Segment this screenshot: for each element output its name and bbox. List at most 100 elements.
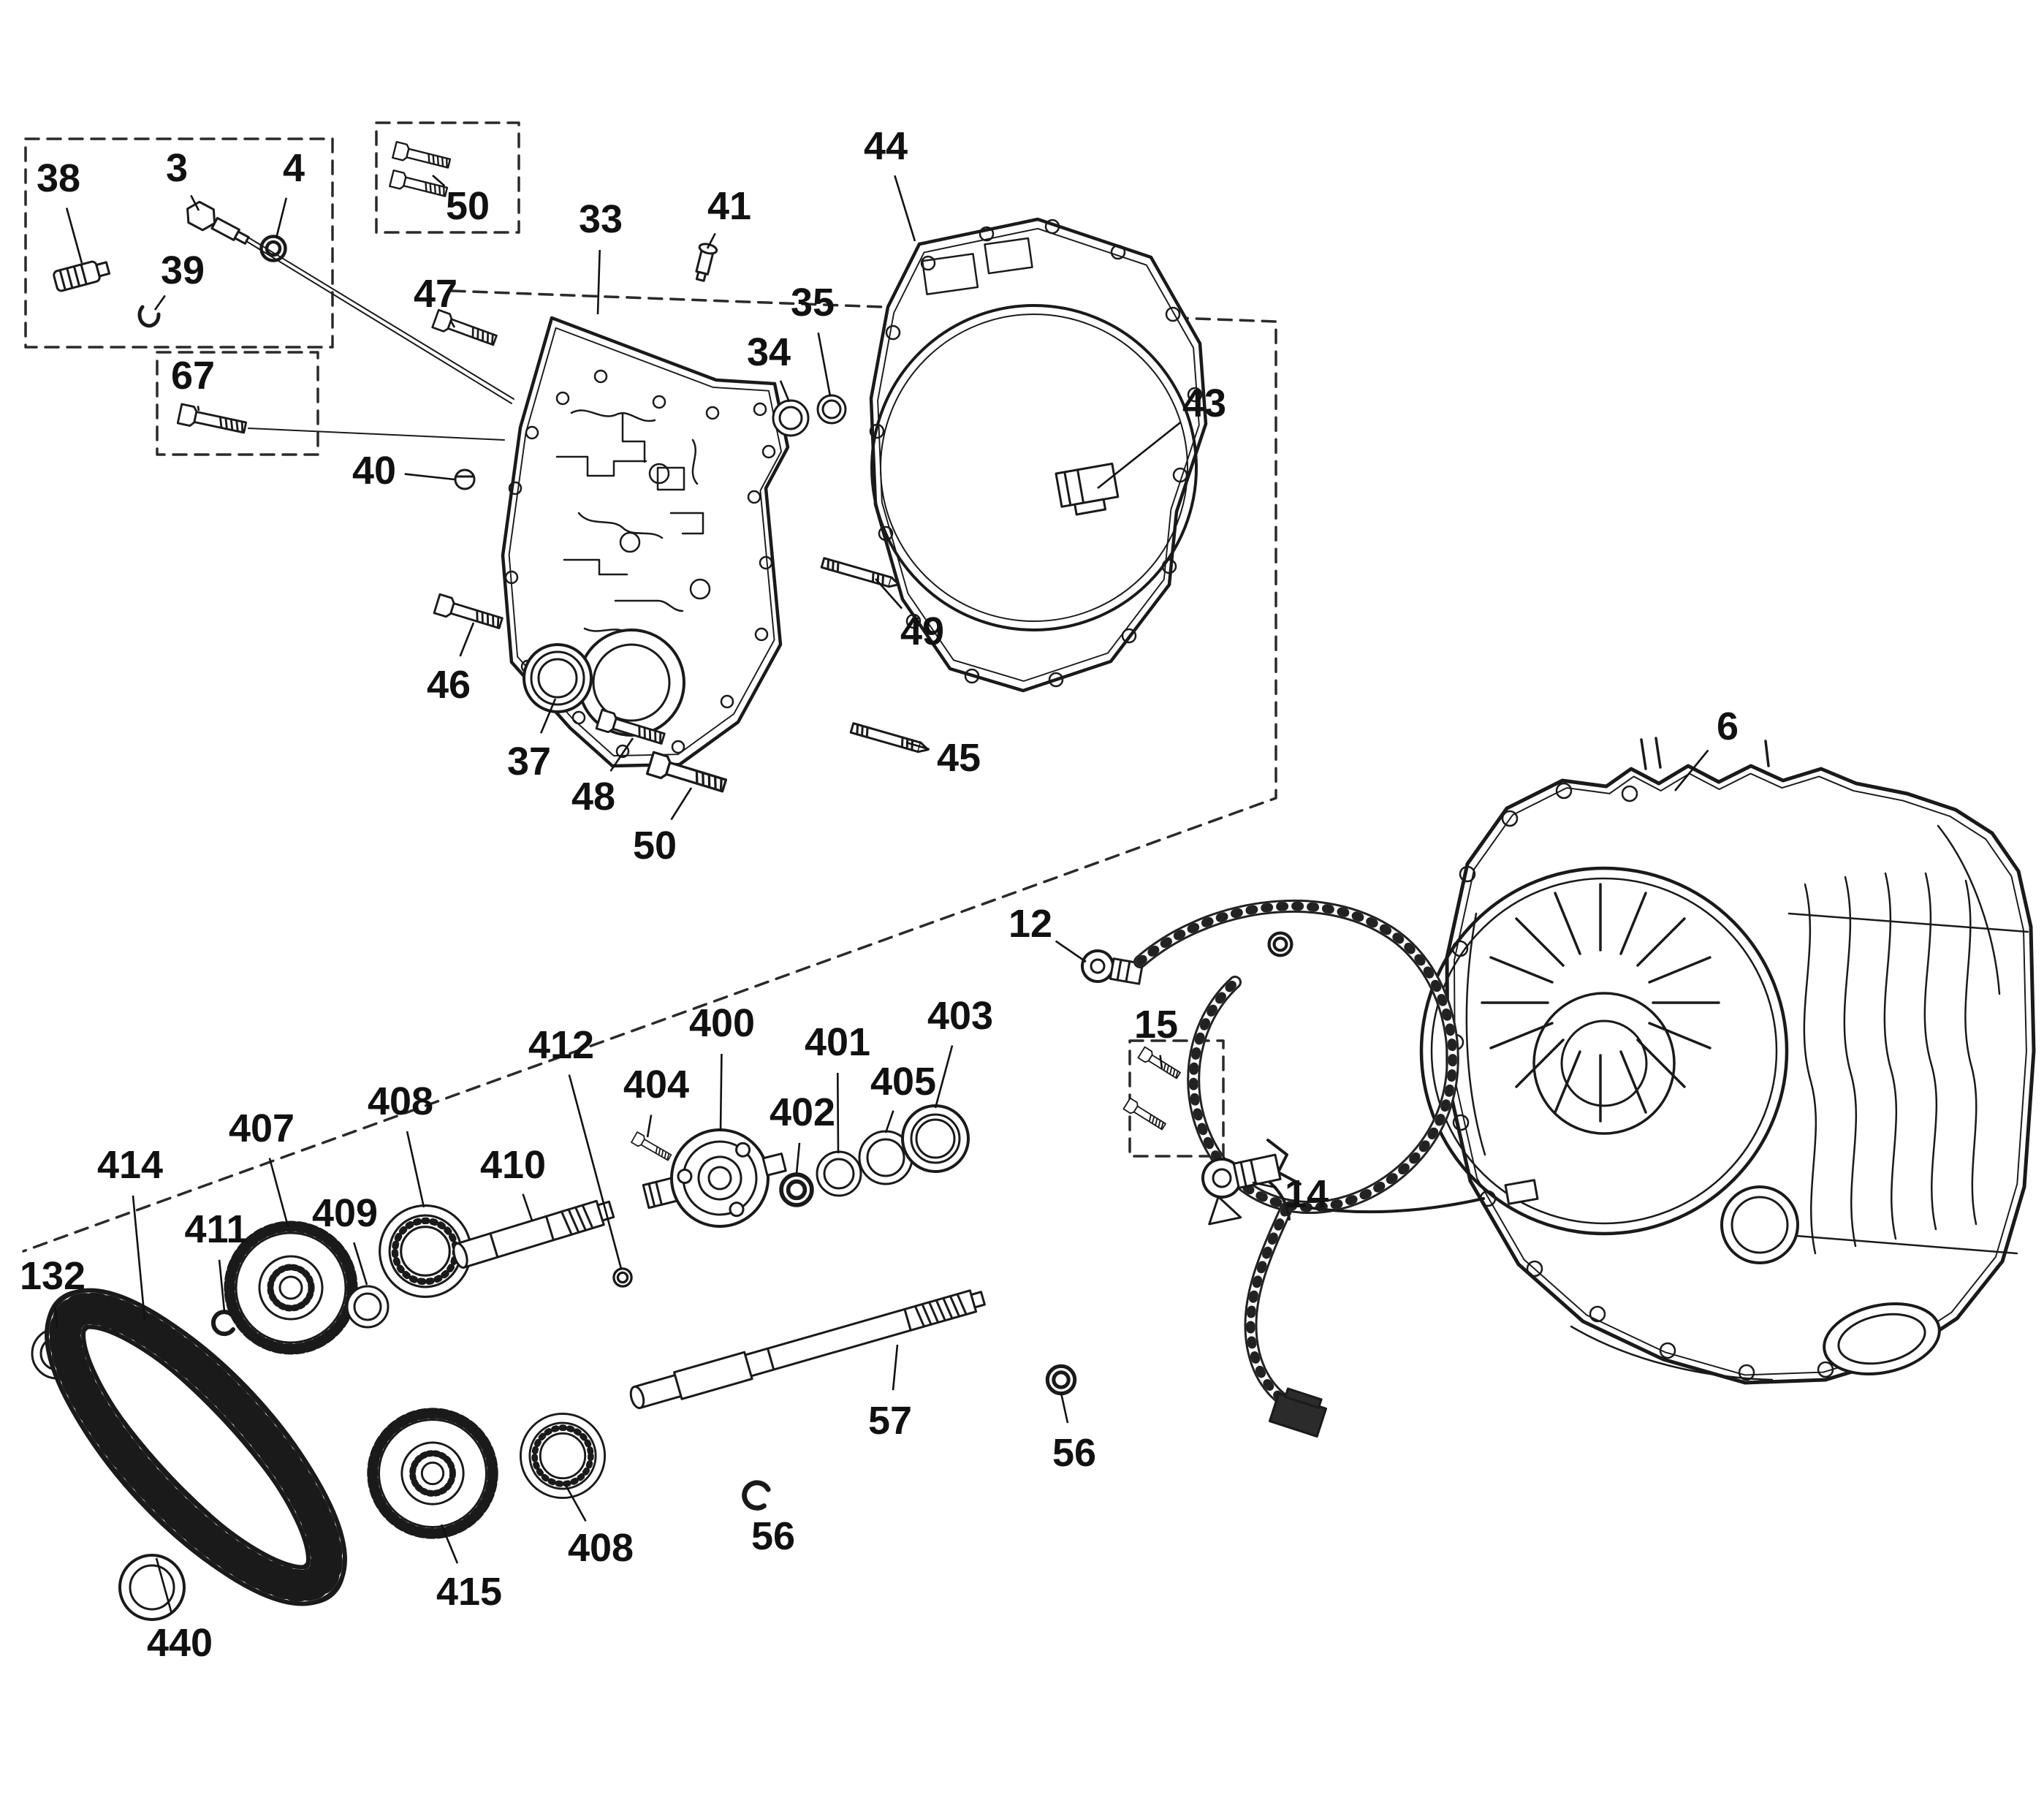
- part-402-oring: [781, 1174, 812, 1205]
- callout-label-404-26: 404: [623, 1063, 689, 1106]
- callout-leader-48-18: [609, 737, 634, 772]
- output-shaft-57: [629, 1289, 986, 1410]
- harness-loop: [1133, 899, 1459, 1419]
- callout-label-38-0: 38: [37, 156, 80, 200]
- callout-leader-409-34: [353, 1242, 368, 1286]
- callout-label-410-33: 410: [480, 1143, 546, 1187]
- callout-label-15-22: 15: [1134, 1003, 1178, 1047]
- bolt-404: [631, 1131, 674, 1163]
- callout-label-50-19: 50: [633, 824, 677, 867]
- callout-leader-34-9: [779, 380, 791, 403]
- bolt-50-a: [392, 140, 452, 172]
- callout-leader-50-19: [670, 787, 693, 821]
- valve-body-bolt-holes: [504, 369, 776, 759]
- part-401-ring: [816, 1150, 862, 1197]
- callout-label-411-36: 411: [184, 1207, 248, 1251]
- callout-label-409-34: 409: [312, 1191, 378, 1235]
- callout-label-4-2: 4: [283, 146, 305, 190]
- callout-label-40-13: 40: [352, 449, 396, 493]
- stud-45: [849, 722, 931, 756]
- callout-label-132-37: 132: [20, 1254, 86, 1298]
- bearing-408-lower: [520, 1413, 604, 1497]
- callout-label-44-11: 44: [864, 124, 908, 168]
- callout-label-49-14: 49: [900, 610, 944, 653]
- transaxle-case-6: [1419, 737, 2034, 1384]
- callout-label-43-12: 43: [1182, 381, 1226, 425]
- case-top-studs: [1640, 737, 1770, 770]
- inset-box-50: [375, 121, 520, 234]
- part-412-washer: [612, 1267, 633, 1288]
- part-3-sensor: [186, 200, 250, 245]
- inset-box-38-3-4: [24, 137, 334, 349]
- callout-leader-132-37: [54, 1306, 58, 1329]
- harness-small-plug: [1504, 1179, 1539, 1205]
- callout-label-35-10: 35: [791, 281, 835, 324]
- callout-label-57-41: 57: [868, 1399, 912, 1443]
- wiring-harness-12: [1081, 899, 1539, 1438]
- harness-oring: [1269, 933, 1292, 956]
- callout-label-408-39: 408: [568, 1526, 634, 1570]
- callout-leader-14-23: [1252, 1181, 1277, 1189]
- shaft-410: [452, 1199, 615, 1269]
- callout-leader-45-17: [905, 741, 930, 751]
- stud-49: [820, 557, 902, 591]
- callout-label-407-32: 407: [229, 1106, 295, 1150]
- part-34-ring: [772, 399, 810, 437]
- part-56-snap-ring-left: [741, 1479, 771, 1511]
- callout-leader-408-31: [406, 1131, 425, 1208]
- callout-label-12-21: 12: [1008, 902, 1052, 946]
- callout-label-6-20: 6: [1717, 705, 1739, 748]
- part-14-sensor: [1201, 1153, 1282, 1226]
- callout-label-50-4: 50: [446, 184, 490, 228]
- callout-label-403-30: 403: [927, 994, 993, 1038]
- callout-leader-37-16: [540, 698, 557, 734]
- speedo-drive-400: [642, 1128, 787, 1228]
- callout-leader-407-32: [268, 1158, 289, 1227]
- callout-label-34-9: 34: [747, 330, 791, 374]
- callout-leader-411-36: [218, 1259, 226, 1312]
- bolt-15-a: [1137, 1046, 1183, 1082]
- part-40-plug: [454, 468, 476, 490]
- driveline-parts: [31, 1104, 1075, 1621]
- part-409-ring: [346, 1285, 390, 1329]
- sensor-probe-line: [244, 235, 514, 404]
- callout-leader-38-0: [65, 208, 83, 264]
- callout-label-56-43: 56: [1052, 1431, 1096, 1475]
- callout-leader-41-8: [706, 232, 716, 249]
- callout-leader-50-4: [432, 175, 446, 187]
- case-body-ribs: [1785, 872, 2029, 1255]
- callout-label-415-38: 415: [436, 1570, 502, 1614]
- cover-seal-bore: [577, 629, 685, 737]
- callout-label-39-3: 39: [161, 248, 205, 292]
- callout-label-440-40: 440: [147, 1621, 213, 1665]
- callout-leader-33-7: [596, 249, 601, 315]
- callout-leader-3-1: [190, 194, 200, 211]
- callout-label-67-5: 67: [171, 354, 215, 398]
- part-38-sensor: [53, 260, 111, 292]
- part-43-bracket: [1055, 462, 1120, 516]
- callout-leader-56-43: [1060, 1392, 1069, 1424]
- callout-label-414-35: 414: [97, 1143, 163, 1187]
- callout-leader-35-10: [817, 333, 832, 397]
- callout-label-408-31: 408: [368, 1079, 433, 1123]
- callout-leader-49-14: [875, 578, 903, 610]
- callout-leader-12-21: [1055, 940, 1087, 963]
- harness-connector-12: [1081, 949, 1144, 985]
- callout-label-3-1: 3: [166, 146, 188, 190]
- part-35-ring: [816, 394, 847, 425]
- part-39-clip: [137, 305, 161, 328]
- callout-leader-15-22: [1159, 1055, 1163, 1069]
- callout-leader-401-28: [836, 1072, 840, 1154]
- callout-label-47-6: 47: [414, 272, 457, 316]
- bolt-47: [431, 308, 499, 350]
- callout-leader-57-41: [892, 1344, 899, 1391]
- callout-label-48-18: 48: [571, 775, 615, 819]
- part-440-seal: [118, 1554, 186, 1621]
- callout-leader-67-5: [197, 406, 200, 411]
- part-56-ring-right: [1047, 1366, 1074, 1393]
- callout-leader-412-25: [568, 1074, 623, 1269]
- sprocket-415: [373, 1413, 493, 1534]
